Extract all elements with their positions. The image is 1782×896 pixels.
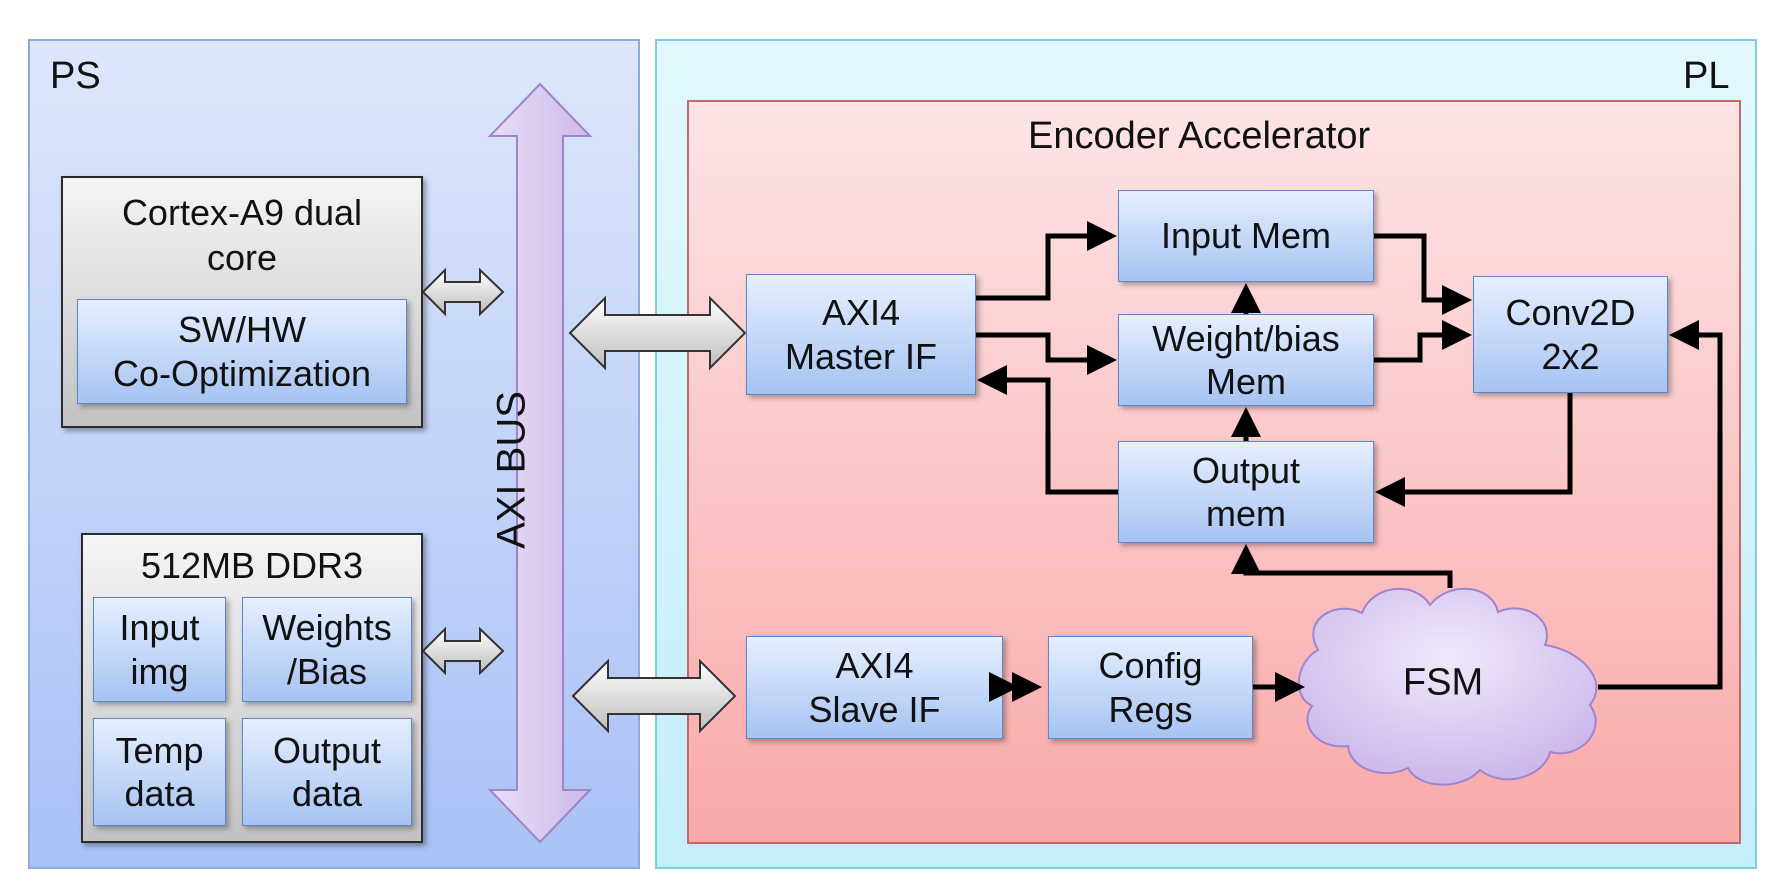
conn-fsm-to-output-mem bbox=[1231, 544, 1453, 588]
ddr-weights-bias-line1: Weights bbox=[262, 607, 392, 649]
output-mem-block: Output mem bbox=[1118, 441, 1374, 543]
ddr-temp-data-cell: Temp data bbox=[93, 718, 226, 826]
input-mem-block: Input Mem bbox=[1118, 190, 1374, 282]
conv2d-block: Conv2D 2x2 bbox=[1473, 276, 1668, 393]
input-mem-line1: Input Mem bbox=[1160, 215, 1332, 257]
conn-weight-mem-to-conv2d bbox=[1374, 320, 1472, 363]
conv2d-line2: 2x2 bbox=[1541, 335, 1600, 377]
weight-bias-mem-line1: Weight/bias bbox=[1152, 317, 1340, 359]
fsm-label: FSM bbox=[1402, 661, 1484, 704]
sw-hw-co-optimization-block: SW/HW Co-Optimization bbox=[77, 299, 407, 404]
weight-bias-mem-line2: Mem bbox=[1206, 361, 1286, 402]
cortex-a9-title: Cortex-A9 dual core bbox=[63, 190, 421, 280]
conv2d-line1: Conv2D bbox=[1505, 292, 1636, 334]
axi4-master-line2: Master IF bbox=[784, 335, 937, 377]
ddr-weights-bias-line2: /Bias bbox=[286, 650, 368, 692]
output-mem-line2: mem bbox=[1206, 493, 1286, 534]
axi-bus-arrow bbox=[487, 82, 593, 844]
bus-to-axi-master-double-arrow bbox=[568, 295, 747, 371]
config-regs-block: Config Regs bbox=[1048, 636, 1253, 739]
ddr-temp-data-line1: Temp bbox=[115, 729, 204, 771]
axi-bus-label: AXI BUS bbox=[489, 391, 534, 549]
config-regs-line2: Regs bbox=[1108, 688, 1193, 730]
conn-input-mem-to-conv2d bbox=[1374, 233, 1472, 315]
ddr-weights-bias-cell: Weights /Bias bbox=[242, 597, 412, 702]
accelerator-title: Encoder Accelerator bbox=[1028, 115, 1371, 157]
ddr-input-img-line2: img bbox=[130, 650, 189, 692]
ddr-output-data-line1: Output bbox=[272, 729, 382, 771]
axi4-master-line1: AXI4 bbox=[821, 292, 901, 334]
fsm-cloud bbox=[1297, 587, 1598, 786]
conn-master-to-input-mem bbox=[976, 221, 1117, 301]
sw-hw-line2: Co-Optimization bbox=[112, 352, 372, 394]
axi4-slave-line1: AXI4 bbox=[835, 645, 914, 687]
conn-output-mem-to-master bbox=[977, 365, 1118, 495]
axi4-slave-line2: Slave IF bbox=[808, 688, 941, 730]
pl-label: PL bbox=[1683, 55, 1730, 97]
ddr-to-bus-double-arrow bbox=[421, 626, 505, 676]
conn-master-to-weight-mem bbox=[976, 332, 1117, 375]
ddr3-title: 512MB DDR3 bbox=[140, 545, 364, 586]
ps-label: PS bbox=[50, 55, 101, 97]
cortex-a9-title-line2: core bbox=[206, 237, 278, 278]
bus-to-axi-slave-double-arrow bbox=[571, 658, 737, 734]
ddr-output-data-line2: data bbox=[291, 773, 363, 814]
weight-bias-mem-block: Weight/bias Mem bbox=[1118, 314, 1374, 406]
axi4-master-if-block: AXI4 Master IF bbox=[746, 274, 976, 395]
conn-conv2d-to-output-mem bbox=[1375, 393, 1573, 507]
config-regs-line1: Config bbox=[1098, 645, 1203, 687]
cortex-a9-title-line1: Cortex-A9 dual bbox=[121, 192, 363, 233]
ddr-temp-data-line2: data bbox=[124, 773, 195, 814]
ddr-input-img-cell: Input img bbox=[93, 597, 226, 702]
ddr-input-img-line1: Input bbox=[119, 607, 200, 649]
sw-hw-line1: SW/HW bbox=[178, 309, 306, 351]
conn-fsm-to-conv2d bbox=[1598, 320, 1723, 690]
output-mem-line1: Output bbox=[1191, 449, 1301, 491]
ddr-output-data-cell: Output data bbox=[242, 718, 412, 826]
cortex-to-bus-double-arrow bbox=[421, 267, 505, 317]
